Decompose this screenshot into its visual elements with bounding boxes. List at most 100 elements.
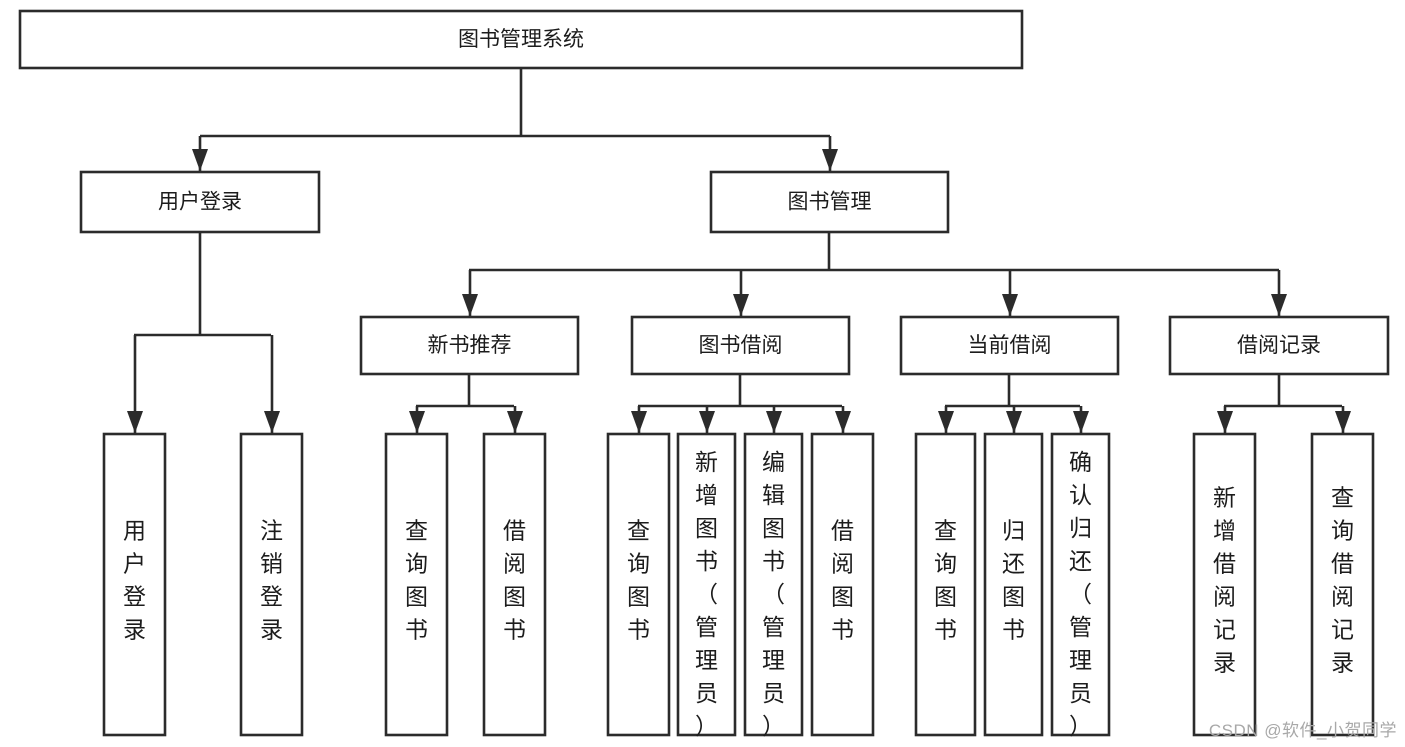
node-book-manage[interactable]: 图书管理: [709, 170, 950, 234]
node-root[interactable]: 图书管理系统: [18, 9, 1024, 70]
svg-text:员: 员: [762, 680, 785, 706]
svg-text:还: 还: [1069, 548, 1092, 574]
svg-text:管: 管: [1069, 614, 1092, 640]
svg-text:登: 登: [260, 584, 283, 610]
svg-text:书: 书: [405, 617, 428, 643]
node-box-leaf-edit-book: [743, 432, 804, 737]
node-box-leaf-borrow-book-rec: [482, 432, 547, 737]
svg-text:确: 确: [1069, 449, 1092, 475]
svg-text:还: 还: [1002, 551, 1025, 577]
svg-text:员: 员: [1069, 680, 1092, 706]
svg-text:书: 书: [695, 548, 718, 574]
svg-text:录: 录: [123, 617, 146, 643]
svg-text:）: ）: [695, 713, 718, 739]
svg-text:图: 图: [934, 584, 957, 610]
arrow-head-icon: [631, 411, 647, 433]
arrow-head-icon: [127, 411, 143, 433]
svg-text:借: 借: [831, 518, 854, 544]
node-label-book-manage: 图书管理: [788, 191, 872, 214]
arrow-head-icon: [1335, 411, 1351, 433]
arrow-head-icon: [507, 411, 523, 433]
svg-text:增: 增: [695, 482, 718, 508]
node-box-root: [18, 9, 1024, 70]
arrow-head-icon: [822, 149, 838, 171]
svg-text:阅: 阅: [1213, 584, 1236, 610]
svg-text:图: 图: [762, 515, 785, 541]
arrow-head-icon: [1002, 294, 1018, 316]
svg-text:借: 借: [503, 518, 526, 544]
node-box-borrow-record: [1168, 315, 1390, 376]
svg-text:书: 书: [831, 617, 854, 643]
svg-text:阅: 阅: [1331, 584, 1354, 610]
svg-text:录: 录: [1213, 650, 1236, 676]
node-current-borrow[interactable]: 当前借阅: [899, 315, 1120, 376]
arrow-head-icon: [264, 411, 280, 433]
svg-text:新: 新: [1213, 485, 1236, 511]
node-box-new-book-recommend: [359, 315, 580, 376]
arrow-head-icon: [1073, 411, 1089, 433]
svg-text:图: 图: [831, 584, 854, 610]
node-label-borrow-record: 借阅记录: [1237, 334, 1321, 357]
svg-text:新: 新: [695, 449, 718, 475]
node-box-leaf-add-book: [676, 432, 737, 737]
svg-text:增: 增: [1213, 518, 1236, 544]
svg-text:询: 询: [627, 551, 650, 577]
node-label-root: 图书管理系统: [458, 28, 584, 51]
svg-text:阅: 阅: [503, 551, 526, 577]
svg-text:户: 户: [123, 551, 146, 577]
node-leaf-user-login[interactable]: 用户登录: [102, 432, 167, 737]
node-box-leaf-query-record: [1310, 432, 1375, 737]
node-borrow-record[interactable]: 借阅记录: [1168, 315, 1390, 376]
node-box-current-borrow: [899, 315, 1120, 376]
node-label-leaf-user-login: 用户登录: [123, 518, 146, 643]
arrow-head-icon: [766, 411, 782, 433]
arrow-head-icon: [835, 411, 851, 433]
svg-text:书: 书: [627, 617, 650, 643]
node-box-leaf-confirm-return: [1050, 432, 1111, 737]
svg-text:图: 图: [695, 515, 718, 541]
svg-text:记: 记: [1213, 617, 1236, 643]
arrow-head-icon: [1271, 294, 1287, 316]
arrow-head-icon: [938, 411, 954, 433]
svg-text:理: 理: [695, 647, 718, 673]
svg-text:辑: 辑: [762, 482, 785, 508]
arrow-head-icon: [192, 149, 208, 171]
svg-text:书: 书: [503, 617, 526, 643]
node-book-borrow[interactable]: 图书借阅: [630, 315, 851, 376]
svg-text:（: （: [762, 581, 785, 607]
svg-text:查: 查: [1331, 485, 1354, 511]
svg-text:）: ）: [762, 713, 785, 739]
arrow-head-icon: [699, 411, 715, 433]
svg-text:图: 图: [405, 584, 428, 610]
svg-text:书: 书: [934, 617, 957, 643]
arrow-head-icon: [462, 294, 478, 316]
svg-text:编: 编: [762, 449, 785, 475]
node-box-leaf-add-record: [1192, 432, 1257, 737]
node-new-book-recommend[interactable]: 新书推荐: [359, 315, 580, 376]
svg-text:借: 借: [1331, 551, 1354, 577]
node-box-leaf-query-book-current: [914, 432, 977, 737]
node-user-login[interactable]: 用户登录: [79, 170, 321, 234]
svg-text:登: 登: [123, 584, 146, 610]
svg-text:用: 用: [123, 518, 146, 544]
